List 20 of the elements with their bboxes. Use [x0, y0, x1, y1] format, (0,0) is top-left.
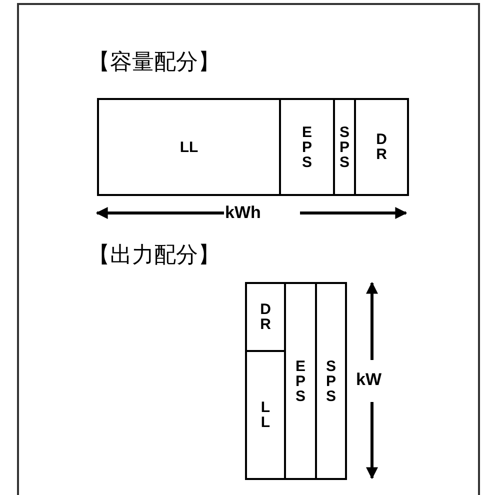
segment-box — [354, 98, 409, 196]
segment-box — [245, 282, 286, 352]
segment-label: SPS — [325, 358, 337, 404]
segment-label: EPS — [294, 358, 306, 404]
segment-label: EPS — [301, 124, 313, 170]
segment-label: LL — [260, 400, 272, 430]
unit-label: kWh — [225, 203, 261, 223]
segment-label: DR — [376, 132, 388, 162]
unit-label: kW — [356, 370, 382, 390]
segment-box — [284, 282, 317, 480]
segment-box — [245, 350, 286, 480]
section-heading: 【出力配分】 — [88, 242, 220, 270]
segment-label: SPS — [338, 124, 350, 170]
segment-label: DR — [260, 302, 272, 332]
section-heading: 【容量配分】 — [88, 49, 220, 77]
segment-box — [97, 98, 281, 196]
segment-box — [333, 98, 356, 196]
segment-box — [315, 282, 347, 480]
segment-label: LL — [180, 140, 198, 154]
segment-box — [279, 98, 335, 196]
